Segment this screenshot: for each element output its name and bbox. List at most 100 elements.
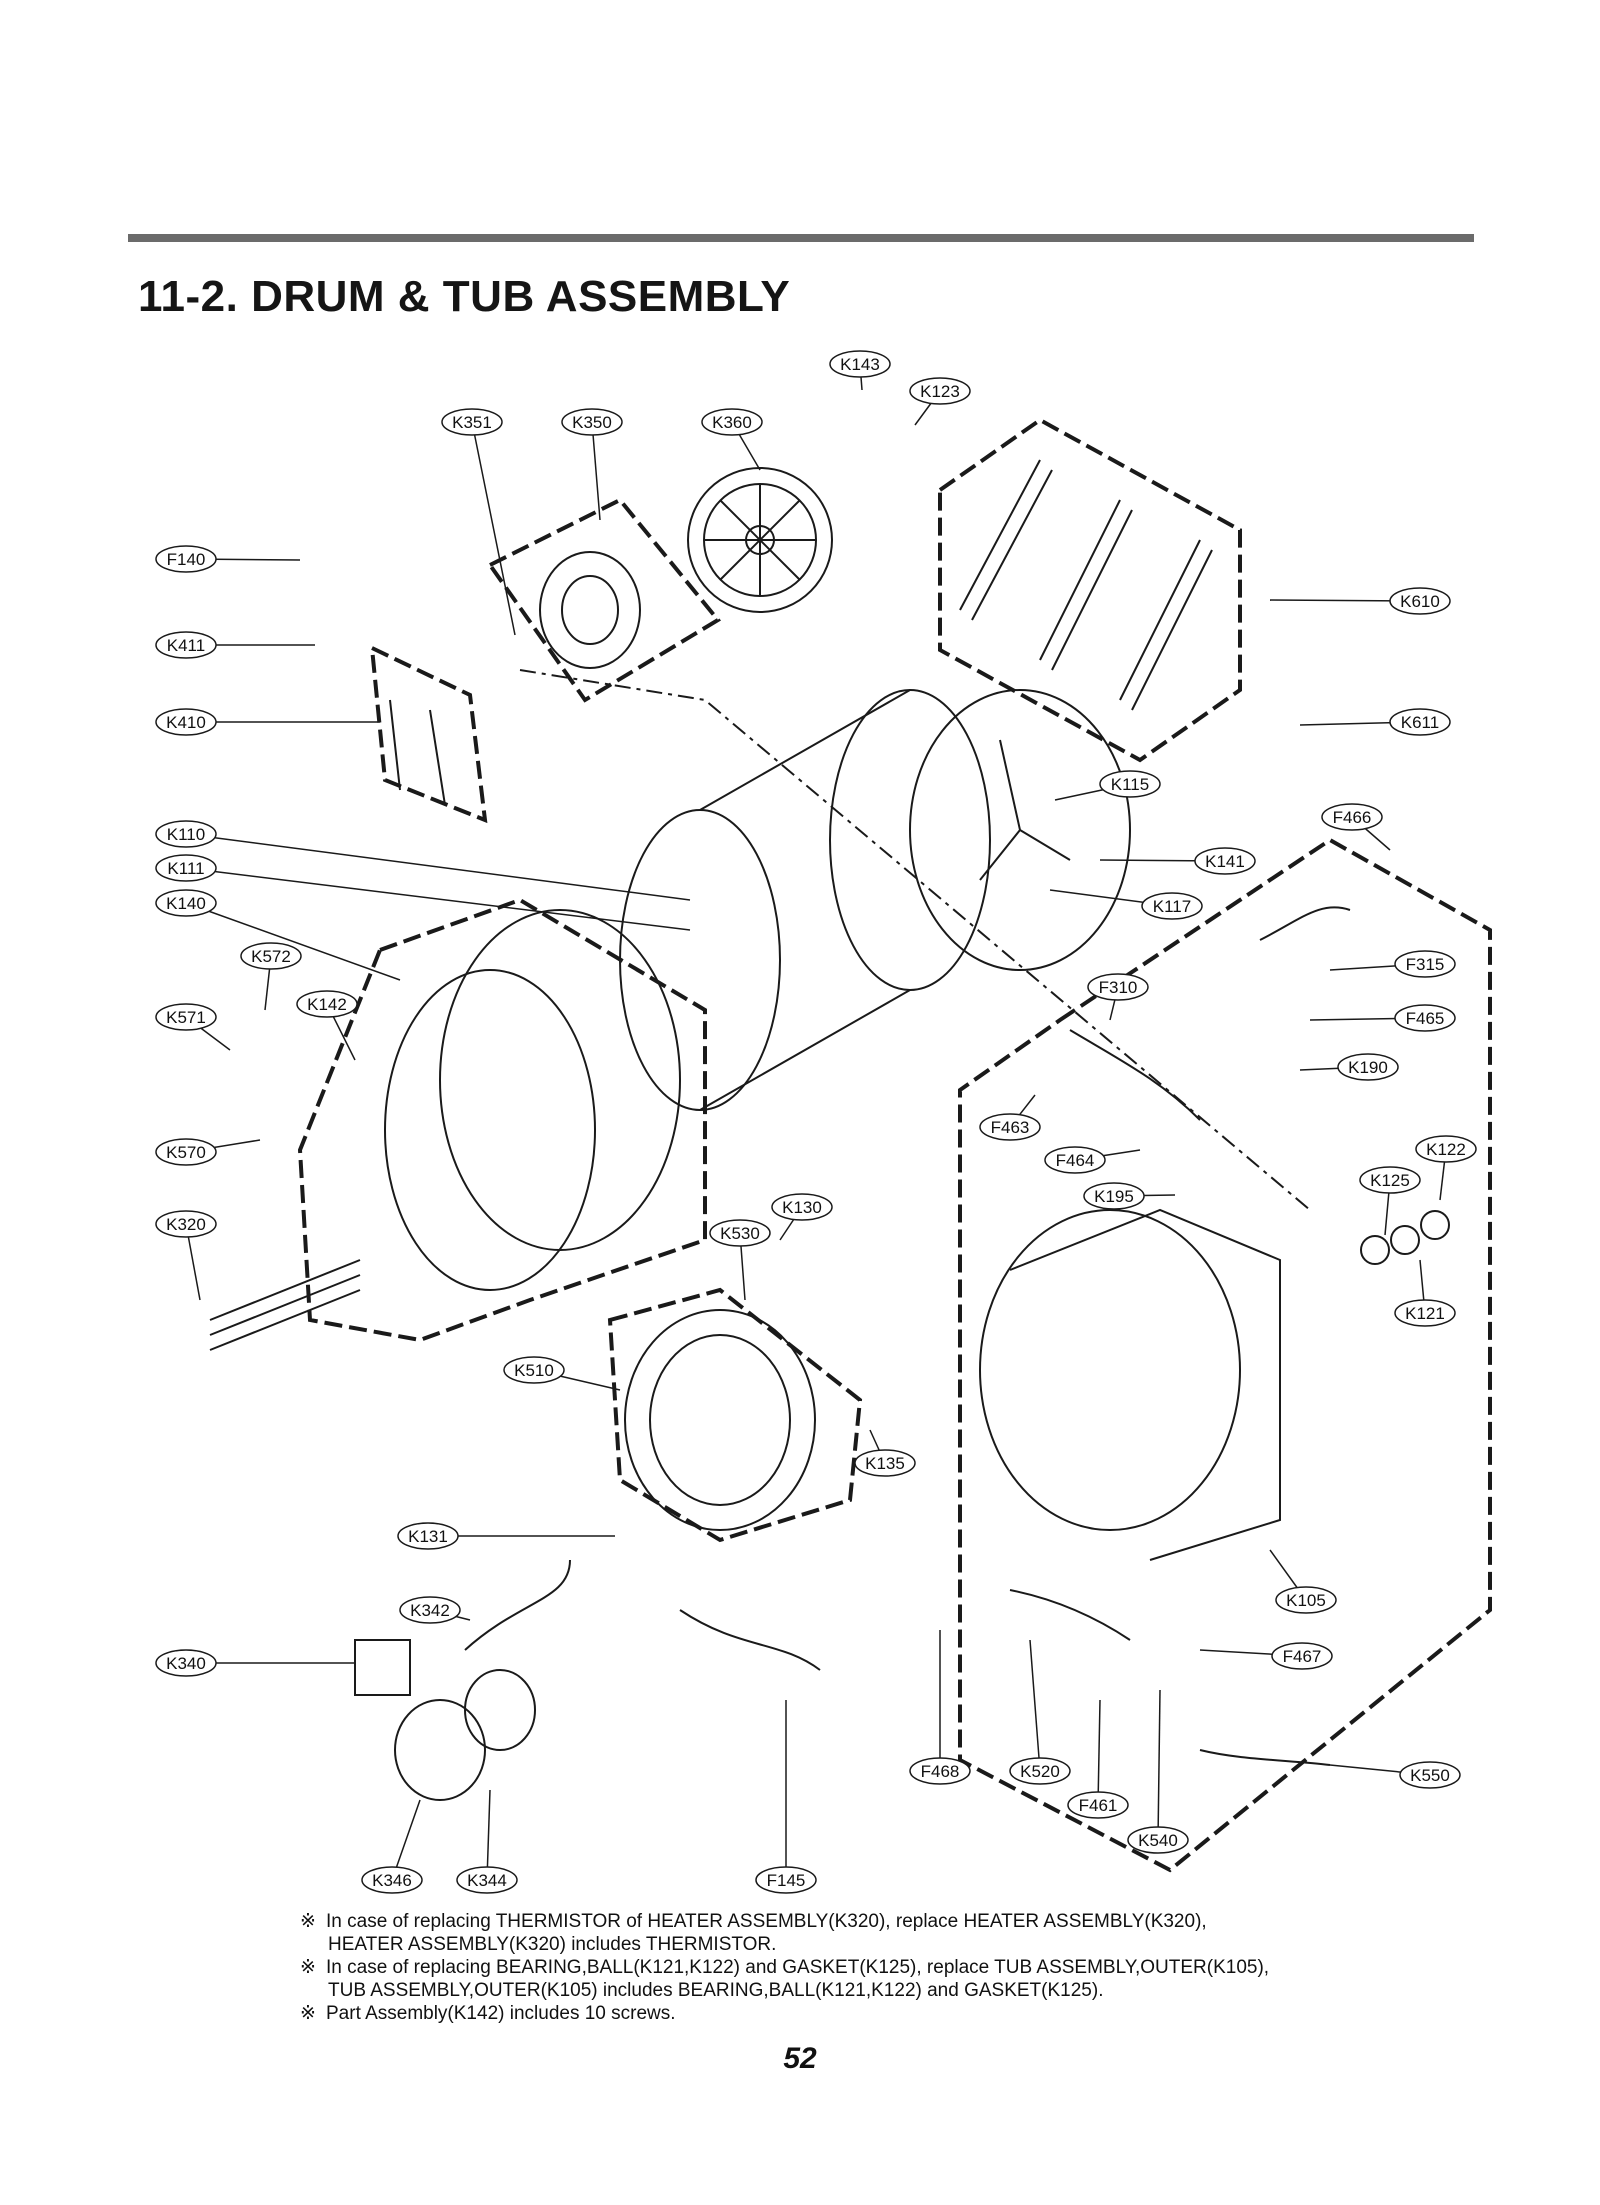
callout-label: F464: [1056, 1151, 1095, 1170]
callout-label: K611: [1401, 713, 1439, 732]
callout-k570: K570: [155, 1138, 261, 1166]
callout-bubble: [1321, 803, 1383, 831]
rear-tub-part: [979, 1208, 1281, 1561]
callout-k135: K135: [854, 1429, 916, 1477]
callout-label: K110: [167, 825, 205, 844]
front-tub-part: [384, 909, 681, 1291]
callout-k142: K142: [296, 990, 358, 1061]
callout-label: K117: [1153, 897, 1191, 916]
axis-line: [519, 669, 1311, 1211]
callout-label: K510: [514, 1361, 554, 1380]
callout-label: K320: [166, 1215, 206, 1234]
drum-part: [619, 689, 991, 1111]
group-outline-rear-tub: [958, 837, 1492, 1873]
callout-bubble: [1141, 892, 1203, 920]
callout-label: F467: [1283, 1647, 1322, 1666]
reference-mark: ※: [300, 1957, 316, 1978]
callout-label: F468: [921, 1762, 960, 1781]
callout-label: K351: [452, 413, 492, 432]
callout-bubble: [155, 889, 217, 917]
callout-k130: K130: [771, 1193, 833, 1241]
callout-bubble: [1271, 1642, 1333, 1670]
reference-mark: ※: [300, 1911, 316, 1932]
callout-bubble: [155, 631, 217, 659]
callout-bubble: [441, 408, 503, 436]
callout-k320: K320: [155, 1210, 217, 1301]
note-line: Part Assembly(K142) includes 10 screws.: [326, 2003, 676, 2024]
callout-k550: K550: [1329, 1761, 1461, 1789]
callout-f466: F466: [1321, 803, 1391, 851]
callout-bubble: [456, 1866, 518, 1894]
callout-k122: K122: [1415, 1135, 1477, 1201]
callout-k346: K346: [361, 1799, 423, 1894]
callout-label: K571: [166, 1008, 206, 1027]
callout-f467: F467: [1199, 1642, 1333, 1670]
callout-bubble: [155, 1210, 217, 1238]
heater-part: [209, 1259, 361, 1351]
callout-label: K125: [1370, 1171, 1410, 1190]
bearing-parts: [1360, 1210, 1450, 1265]
callout-bubble: [361, 1866, 423, 1894]
callout-k530: K530: [709, 1219, 771, 1301]
callout-k141: K141: [1099, 847, 1256, 875]
callout-bubble: [1394, 950, 1456, 978]
callout-label: K410: [166, 713, 206, 732]
callout-label: K142: [307, 995, 347, 1014]
note-line: In case of replacing BEARING,BALL(K121,K…: [326, 1957, 1270, 1978]
callout-bubble: [1394, 1004, 1456, 1032]
spring-parts: [389, 699, 446, 806]
callout-leader-line: [1097, 1699, 1101, 1806]
callout-bubble: [1359, 1166, 1421, 1194]
callout-k571: K571: [155, 1003, 231, 1051]
callout-label: K540: [1138, 1831, 1178, 1850]
callout-label: K143: [840, 355, 880, 374]
callout-k110: K110: [155, 820, 691, 901]
callout-label: K122: [1426, 1140, 1466, 1159]
callout-bubble: [1415, 1135, 1477, 1163]
callout-label: K411: [167, 636, 205, 655]
note-line: HEATER ASSEMBLY(K320) includes THERMISTO…: [328, 1934, 777, 1955]
callout-leader-line: [1029, 1639, 1041, 1772]
callout-f464: F464: [1044, 1146, 1141, 1174]
callout-label: K360: [712, 413, 752, 432]
callout-k410: K410: [155, 708, 380, 736]
callout-bubble: [155, 854, 217, 882]
callout-k117: K117: [1049, 889, 1203, 920]
callout-bubble: [1087, 973, 1149, 1001]
callout-bubble: [1127, 1826, 1189, 1854]
callout-bubble: [1194, 847, 1256, 875]
callout-leader-line: [471, 421, 516, 636]
callout-label: K344: [467, 1871, 507, 1890]
callout-bubble: [296, 990, 358, 1018]
callout-bubble: [1394, 1299, 1456, 1327]
callout-f468: F468: [909, 1630, 971, 1785]
callout-k125: K125: [1359, 1166, 1421, 1236]
callout-k121: K121: [1394, 1259, 1456, 1327]
callout-label: K115: [1111, 775, 1149, 794]
callout-bubble: [155, 708, 217, 736]
callout-k140: K140: [155, 889, 401, 981]
callout-label: K342: [410, 1601, 450, 1620]
callout-bubble: [397, 1522, 459, 1550]
callout-bubble: [1009, 1757, 1071, 1785]
callout-label: K572: [251, 947, 291, 966]
callout-k105: K105: [1269, 1549, 1337, 1614]
callout-bubble: [755, 1866, 817, 1894]
callout-label: F466: [1333, 808, 1372, 827]
callout-label: K550: [1410, 1766, 1450, 1785]
callout-leader-line: [1157, 1689, 1161, 1841]
callout-k131: K131: [397, 1522, 615, 1550]
callout-label: F140: [167, 550, 206, 569]
callout-leader-line: [185, 833, 691, 901]
notes-section: ※ In case of replacing THERMISTOR of HEAT…: [300, 1910, 1480, 2025]
callout-bubble: [155, 545, 217, 573]
callout-bubble: [240, 942, 302, 970]
note-line: In case of replacing THERMISTOR of HEATE…: [326, 1911, 1207, 1932]
callout-label: K610: [1400, 592, 1440, 611]
callout-k195: K195: [1083, 1182, 1176, 1210]
callout-label: K131: [408, 1527, 448, 1546]
stator-part: [539, 551, 641, 669]
callout-leader-line: [486, 1789, 491, 1881]
callout-label: K195: [1094, 1187, 1134, 1206]
